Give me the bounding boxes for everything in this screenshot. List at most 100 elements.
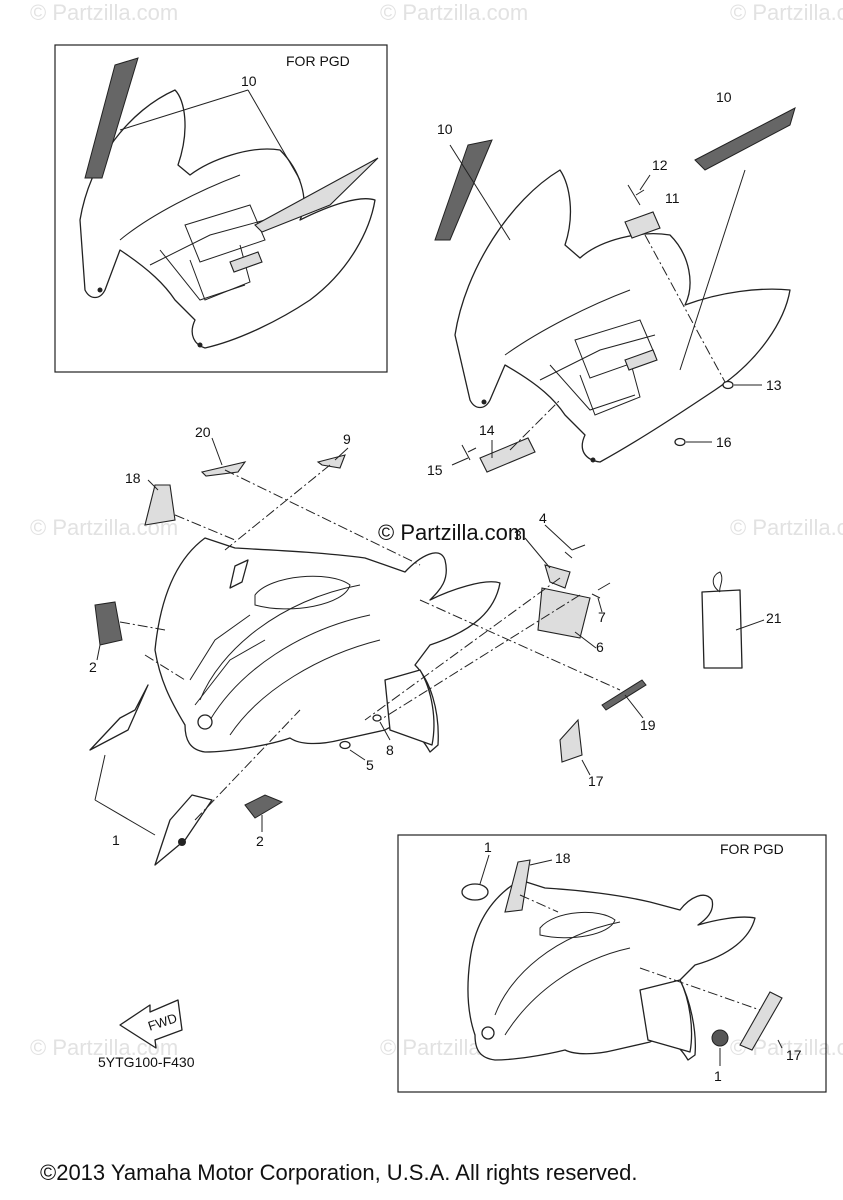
rear-fender-rivet [197,342,203,348]
front-fender-recess [539,911,616,939]
callout-16: 16 [716,434,732,450]
decal-2-upper [94,601,123,646]
front-fender-light [197,714,213,730]
callout-17: 17 [786,1047,802,1063]
nut-16 [674,437,686,447]
decal-14 [479,437,536,473]
callout-18: 18 [555,850,571,866]
leader-17 [581,759,591,776]
decal-20 [200,461,247,477]
callout-9: 9 [343,431,351,447]
dash-2 [119,621,166,631]
decal-9 [316,454,346,469]
callout-12: 12 [652,157,668,173]
callout-8: 8 [386,742,394,758]
leader-10 [119,89,249,131]
inset-label: FOR PGD [286,53,350,69]
dash-17 [639,967,761,1011]
leader-3 [524,537,551,569]
dash-6 [379,594,581,721]
leader-1 [94,754,156,836]
front-fender-vents [189,614,266,706]
decal-1-oval [461,883,489,901]
decal-2-lower [244,794,284,819]
callout-19: 19 [640,717,656,733]
dash-18 [174,514,236,541]
inset-label: FOR PGD [720,841,784,857]
watermark-mid-right: © Partzilla.com [730,515,843,540]
fwd-arrow-icon [119,999,183,1049]
watermark-top-right: © Partzilla.com [730,0,843,25]
callout-3: 3 [514,527,522,543]
callout-4: 4 [539,510,547,526]
leader-15 [451,457,469,466]
leader-2 [96,644,101,661]
decal-3 [544,564,571,589]
front-fender-clip [229,559,249,589]
leader-10 [449,144,511,241]
callout-1: 1 [112,832,120,848]
leader-19 [624,694,644,719]
nut-5 [339,740,351,750]
rivet-4 [564,544,586,559]
decal-1-lower [154,794,213,866]
dash-1 [144,654,186,681]
dash-19 [419,599,621,691]
callout-21: 21 [766,610,782,626]
front-fender-lines [199,584,381,736]
leader-7 [597,597,603,613]
decal-small [229,251,263,273]
callout-10: 10 [716,89,732,105]
decal-10-left [84,57,139,179]
dash-1b [194,709,301,821]
decal-small [624,349,658,371]
front-fender-lines [494,921,631,1036]
tag-21 [701,589,743,669]
leader-18 [529,859,553,866]
decal-1-upper [89,684,149,751]
rear-fender-illustration [454,169,791,463]
watermark-top-center: © Partzilla.com [380,0,528,25]
rear-fender-rivet [481,399,487,405]
callout-10: 10 [437,121,453,137]
rear-fender-detail [504,289,656,411]
callout-20: 20 [195,424,211,440]
nut-13 [722,380,734,390]
dash-11 [644,234,726,383]
leader-10 [679,169,746,371]
yamaha-emblem-icon [711,1029,729,1047]
diagram-code: 5YTG100-F430 [98,1054,195,1070]
leader-21 [735,619,765,631]
callout-18: 18 [125,470,141,486]
rear-fender-rivet [97,287,103,293]
front-fender-recess [254,575,351,610]
nut-8 [372,714,382,722]
rear-fender-rivet [590,457,596,463]
callout-10: 10 [241,73,257,89]
decal-19 [601,679,647,711]
rivet-15 [461,444,477,461]
decal-6 [537,587,591,639]
callout-1: 1 [484,839,492,855]
leader-9 [334,447,349,461]
dash-14 [509,399,561,451]
watermark-top-left: © Partzilla.com [30,0,178,25]
rear-fender-illustration [79,89,376,349]
callout-1: 1 [714,1068,722,1084]
callout-17: 17 [588,773,604,789]
leader-10 [247,89,301,181]
leader-17 [777,1039,783,1049]
callout-6: 6 [596,639,604,655]
leader-18 [147,479,159,491]
leader-20 [211,437,223,466]
rivet-7 [591,582,611,599]
yamaha-logo-icon [178,838,186,846]
callout-7: 7 [598,609,606,625]
decal-10-right [254,157,379,233]
leader-8 [379,721,391,741]
fwd-indicator: FWD [119,999,183,1049]
tag-21-string [712,571,723,593]
callout-11: 11 [665,190,680,206]
callout-13: 13 [766,377,782,393]
